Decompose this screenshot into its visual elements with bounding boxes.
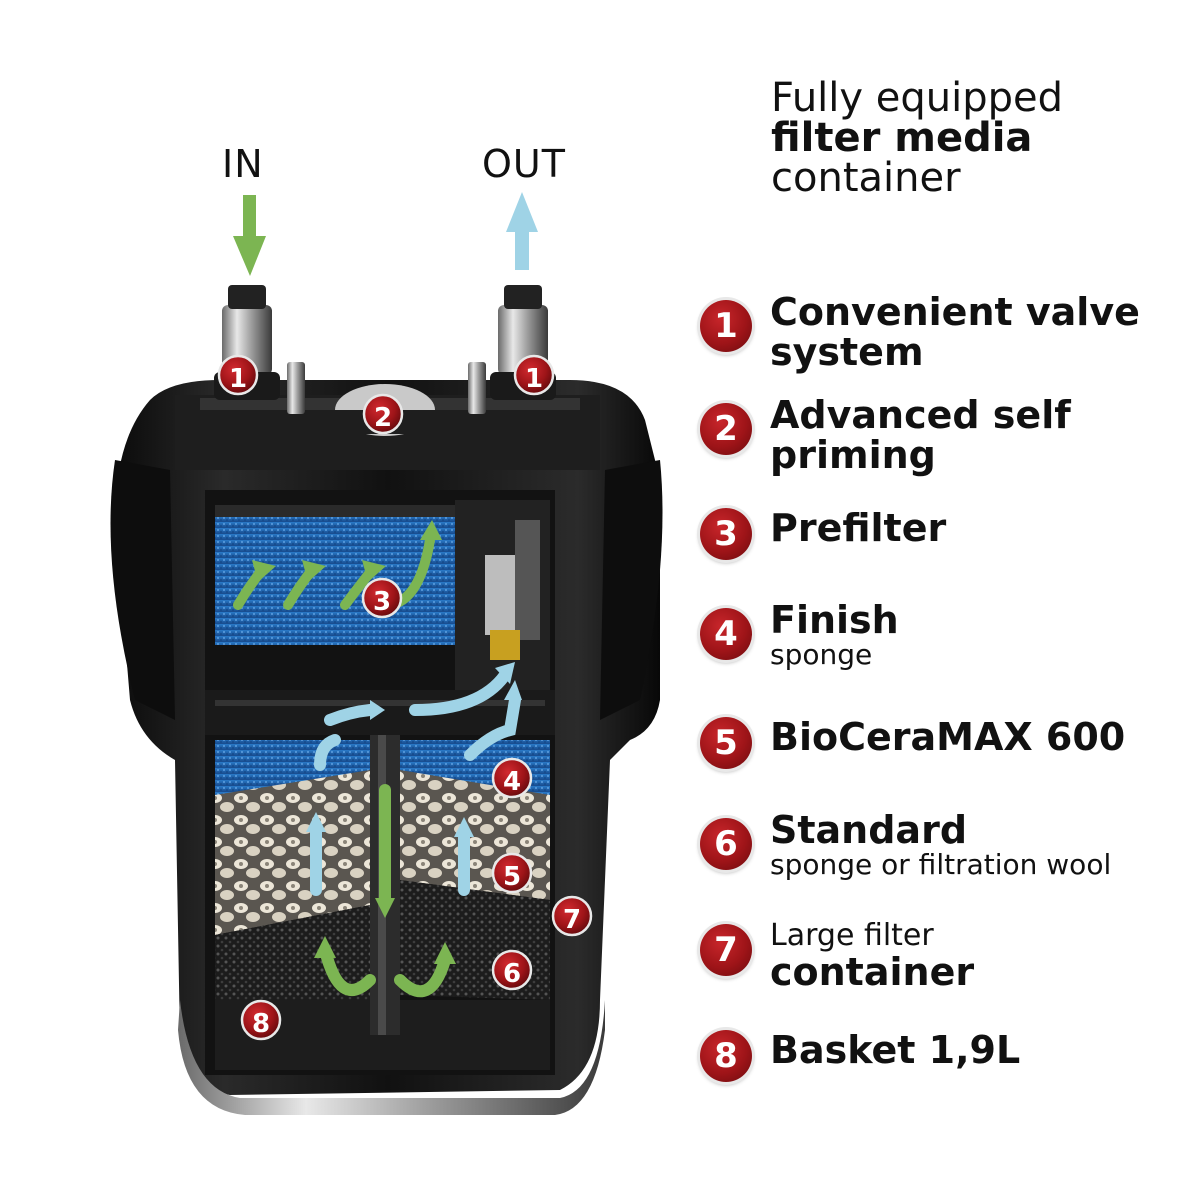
feature-badge-6: 6	[700, 818, 752, 870]
chrome-base	[178, 1000, 605, 1115]
feature-6: 6 Standard sponge or filtration wool	[700, 810, 1170, 900]
in-arrow	[233, 195, 266, 276]
feature-badge-2: 2	[700, 403, 752, 455]
diagram-badge-3: 3	[361, 577, 403, 619]
feature-8-title: Basket 1,9L	[770, 1028, 1021, 1072]
svg-text:5: 5	[503, 862, 521, 892]
feature-5-title: BioCeraMAX 600	[770, 715, 1126, 759]
feature-4-title: Finish	[770, 598, 899, 642]
svg-text:1: 1	[525, 364, 543, 394]
feature-3-title: Prefilter	[770, 506, 947, 550]
feature-badge-1: 1	[700, 300, 752, 352]
svg-text:3: 3	[373, 587, 391, 617]
in-label: IN	[222, 142, 264, 186]
feature-2-title: Advanced self	[770, 393, 1071, 437]
diagram-badge-1b: 1	[513, 354, 555, 396]
diagram-badge-4: 4	[491, 757, 533, 799]
diagram-badge-5: 5	[491, 852, 533, 894]
feature-7-title: container	[770, 950, 975, 994]
headline-line-3: container	[771, 155, 961, 201]
canister-illustration: 1 1 2 3 4 5 6 7	[110, 192, 663, 1115]
svg-text:8: 8	[252, 1009, 270, 1039]
feature-3: 3 Prefilter	[700, 508, 1170, 598]
lid-clip-left	[287, 362, 305, 414]
svg-text:1: 1	[229, 364, 247, 394]
svg-text:7: 7	[563, 905, 581, 935]
feature-1-title-2: system	[770, 330, 924, 374]
feature-6-title: Standard	[770, 808, 968, 852]
bioceramax-left	[215, 770, 370, 935]
feature-2: 2 Advanced self priming	[700, 395, 1170, 485]
feature-badge-3: 3	[700, 508, 752, 560]
feature-badge-8: 8	[700, 1030, 752, 1082]
headline-line-1: Fully equipped	[771, 75, 1064, 121]
diagram-badge-2: 2	[362, 393, 404, 435]
diagram-badge-8: 8	[240, 999, 282, 1041]
feature-7: 7 Large filter container	[700, 920, 1170, 1010]
out-arrow	[506, 192, 538, 270]
right-handle	[600, 460, 663, 720]
lid-clip-right	[468, 362, 486, 414]
feature-4-subtitle: sponge	[770, 638, 873, 671]
svg-text:2: 2	[374, 403, 392, 433]
bottom-flow-arrows	[319, 784, 451, 998]
diagram-badge-1a: 1	[217, 354, 259, 396]
standard-sponge-left	[215, 905, 370, 1025]
diagram-badge-6: 6	[491, 949, 533, 991]
feature-badge-4: 4	[700, 608, 752, 660]
feature-6-subtitle: sponge or filtration wool	[770, 850, 1112, 880]
left-handle	[110, 460, 175, 720]
feature-5: 5 BioCeraMAX 600	[700, 717, 1170, 807]
out-label: OUT	[482, 142, 566, 186]
feature-badge-5: 5	[700, 717, 752, 769]
feature-badge-7: 7	[700, 924, 752, 976]
svg-text:6: 6	[503, 959, 521, 989]
feature-8: 8 Basket 1,9L	[700, 1030, 1170, 1120]
svg-text:4: 4	[503, 767, 521, 797]
diagram-badge-7: 7	[551, 895, 593, 937]
headline: Fully equipped filter media container	[771, 78, 1063, 198]
feature-7-pretitle: Large filter	[770, 918, 934, 953]
feature-2-title-2: priming	[770, 433, 936, 477]
feature-4: 4 Finish sponge	[700, 600, 1170, 690]
headline-line-2: filter media	[771, 115, 1033, 161]
feature-1: 1 Convenient valve system	[700, 292, 1170, 382]
outflow-arrows	[310, 669, 521, 896]
feature-1-title: Convenient valve	[770, 290, 1140, 334]
